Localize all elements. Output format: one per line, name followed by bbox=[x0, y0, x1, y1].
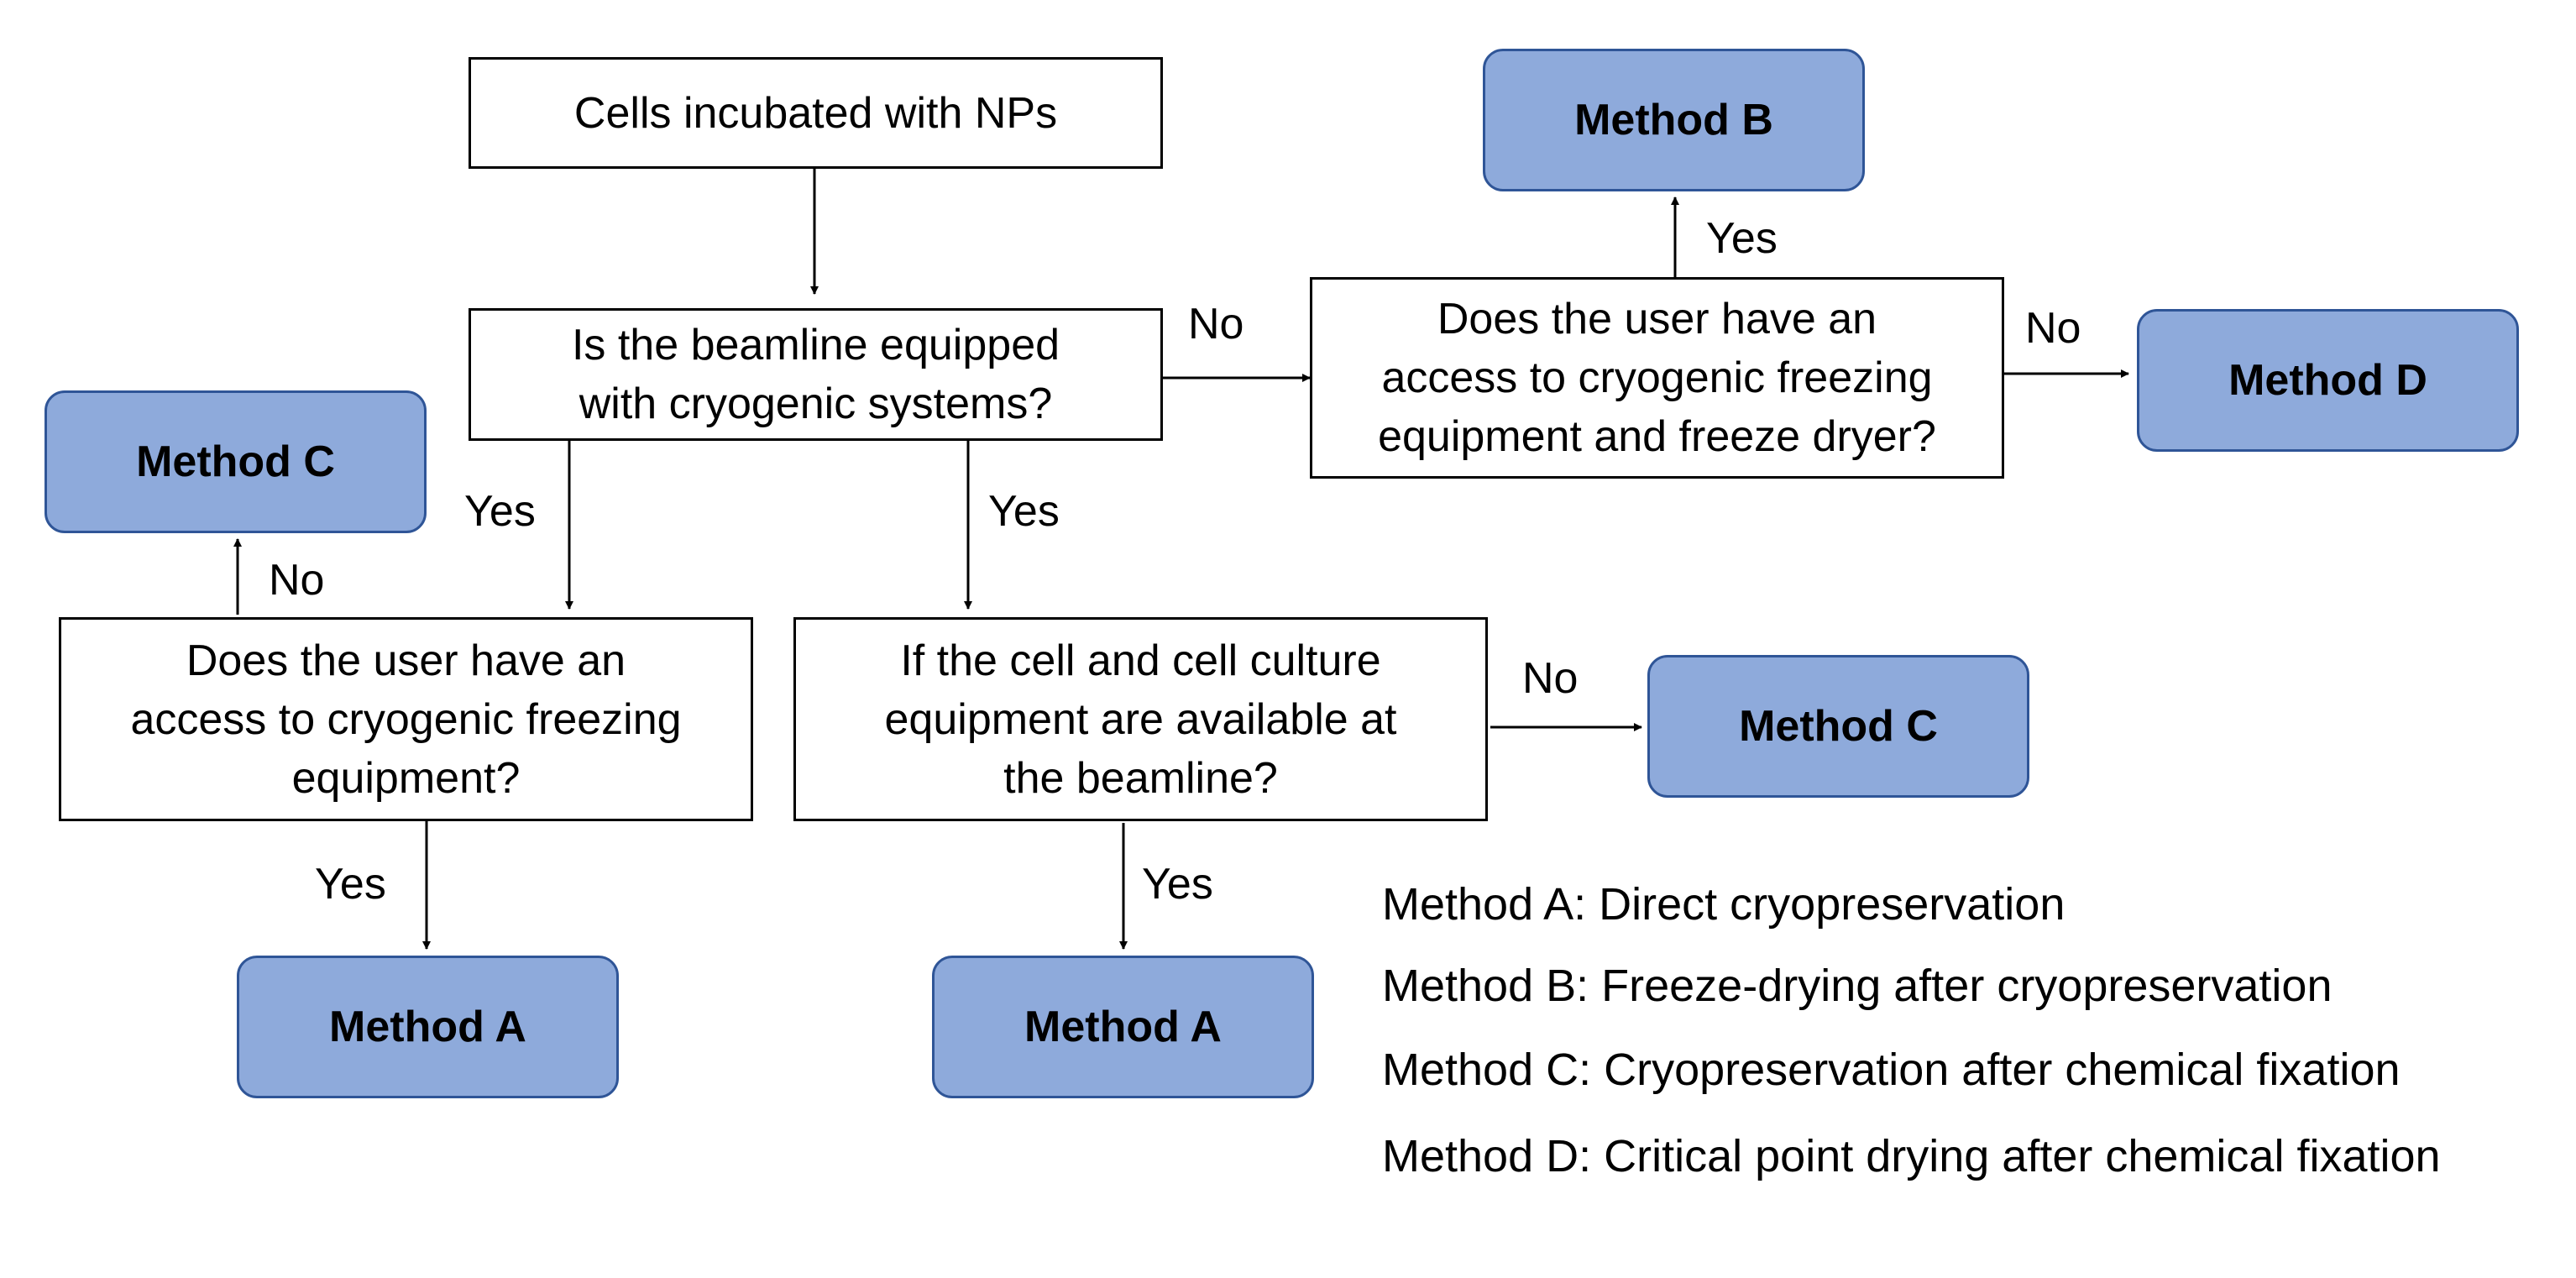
cryo-freezing-question-box: Does the user have an access to cryogeni… bbox=[59, 617, 753, 821]
legend-method-d: Method D: Critical point drying after ch… bbox=[1382, 1131, 2441, 1181]
start-text: Cells incubated with NPs bbox=[573, 88, 1058, 138]
edge-label-freezedry-no: No bbox=[2025, 304, 2081, 353]
freeze-dryer-question-box: Does the user have an access to cryogeni… bbox=[1310, 277, 2004, 479]
legend-method-a: Method A: Direct cryopreservation bbox=[1382, 879, 2066, 930]
method-c-left-label: Method C bbox=[136, 437, 335, 486]
cell-culture-question-text: If the cell and cell culture equipment a… bbox=[884, 636, 1397, 803]
method-d-label: Method D bbox=[2228, 356, 2427, 405]
edge-label-beamline-no: No bbox=[1188, 300, 1244, 348]
method-b-label: Method B bbox=[1574, 96, 1773, 144]
method-a-mid-label: Method A bbox=[1024, 1003, 1222, 1051]
method-c-mid-label: Method C bbox=[1739, 702, 1938, 751]
edge-label-freezedry-yes: Yes bbox=[1706, 214, 1778, 263]
legend-method-b: Method B: Freeze-drying after cryopreser… bbox=[1382, 961, 2333, 1011]
edge-label-culture-no: No bbox=[1522, 654, 1579, 703]
method-a-left-box: Method A bbox=[237, 956, 619, 1098]
legend-method-c: Method C: Cryopreservation after chemica… bbox=[1382, 1045, 2401, 1095]
edge-label-beamline-yes-left: Yes bbox=[464, 487, 536, 536]
method-b-box: Method B bbox=[1483, 49, 1865, 191]
freeze-dryer-question-text: Does the user have an access to cryogeni… bbox=[1378, 295, 1936, 461]
beamline-question-box: Is the beamline equipped with cryogenic … bbox=[469, 308, 1163, 441]
method-a-left-label: Method A bbox=[329, 1003, 526, 1051]
edge-label-freeze-no: No bbox=[269, 556, 325, 605]
edge-label-beamline-yes-mid: Yes bbox=[988, 487, 1060, 536]
method-a-mid-box: Method A bbox=[932, 956, 1314, 1098]
method-c-mid-box: Method C bbox=[1647, 655, 2029, 798]
edge-label-freeze-yes: Yes bbox=[315, 860, 386, 909]
beamline-question-text: Is the beamline equipped with cryogenic … bbox=[571, 321, 1060, 428]
cell-culture-question-box: If the cell and cell culture equipment a… bbox=[793, 617, 1488, 821]
edge-label-culture-yes: Yes bbox=[1142, 860, 1213, 909]
cryo-freezing-question-text: Does the user have an access to cryogeni… bbox=[130, 636, 682, 803]
method-c-left-box: Method C bbox=[45, 390, 427, 533]
start-box: Cells incubated with NPs bbox=[469, 57, 1163, 169]
method-d-box: Method D bbox=[2137, 309, 2519, 452]
